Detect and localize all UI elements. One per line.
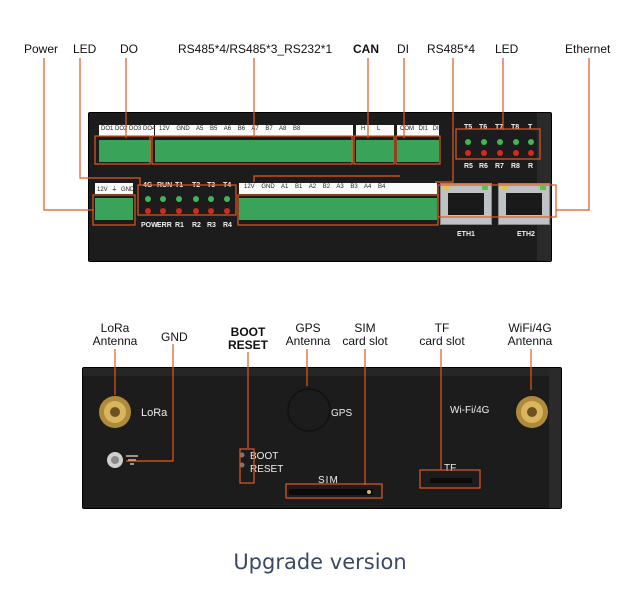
led-label-pow: POW: [141, 222, 158, 229]
led-label-r8: R8: [511, 163, 520, 170]
led-label-t7: T7: [495, 124, 504, 131]
label-sim-slot: SIM card slot: [337, 322, 393, 348]
device-rear-panel: [82, 367, 562, 509]
label-boot-line1: BOOT: [230, 325, 266, 339]
label-lora-line1: LoRa: [100, 321, 130, 335]
led-label-r7: R7: [495, 163, 504, 170]
led-label-err: ERR: [157, 222, 172, 229]
label-tf-line2: card slot: [419, 334, 465, 348]
tf-panel-text: TF: [444, 463, 457, 474]
led-dots-right: [465, 139, 534, 156]
led-label-t6: T6: [479, 124, 488, 131]
label-di: DI: [397, 42, 409, 56]
ground-symbol-icon: [126, 455, 138, 465]
gps-antenna-circle: [287, 388, 331, 432]
led-label-r1: R1: [175, 222, 184, 229]
gps-panel-text: GPS: [331, 408, 353, 419]
label-gps-antenna: GPS Antenna: [280, 322, 336, 348]
label-rs485-mix: RS485*4/RS485*3_RS232*1: [178, 42, 333, 56]
label-rs485: RS485*4: [427, 42, 476, 56]
wifi-sma-connector-icon: [516, 396, 548, 428]
rear-panel-art: [99, 388, 548, 495]
label-boot-reset: BOOT RESET: [223, 326, 273, 352]
power-pin-labels: 12V ⏚ GND: [97, 187, 135, 193]
label-lora-line2: Antenna: [92, 334, 138, 348]
led-label-r4: R4: [223, 222, 232, 229]
label-power: Power: [24, 42, 59, 56]
sim-slot-opening: [289, 489, 373, 495]
led-block-right: T5 T6 T7 T8 T R5 R6 R7 R8 R: [457, 121, 537, 175]
di-pin-labels: COM DI1 DI2: [400, 126, 443, 132]
label-wifi-line1: WiFi/4G: [508, 321, 552, 335]
gnd-screw-icon: [107, 452, 123, 468]
do-terminal[interactable]: [99, 140, 151, 162]
label-can: CAN: [353, 42, 379, 56]
di-terminal[interactable]: [397, 140, 439, 162]
eth1-port[interactable]: [440, 183, 492, 225]
label-do: DO: [120, 42, 138, 56]
label-wifi-line2: Antenna: [507, 334, 553, 348]
wifi-panel-text: Wi-Fi/4G: [450, 405, 490, 416]
led-label-t: T: [528, 124, 533, 131]
led-label-t8: T8: [511, 124, 520, 131]
label-wifi-antenna: WiFi/4G Antenna: [500, 322, 560, 348]
led-label-r3: R3: [207, 222, 216, 229]
label-sim-line1: SIM: [354, 321, 376, 335]
lora-panel-text: LoRa: [141, 407, 168, 419]
led-label-t5: T5: [464, 124, 473, 131]
caption: Upgrade version: [233, 550, 407, 574]
boot-button-icon: [239, 452, 245, 458]
label-gps-line1: GPS: [295, 321, 321, 335]
rs-top-terminal[interactable]: [155, 140, 353, 162]
rs-bottom-terminal[interactable]: [239, 198, 437, 220]
can-terminal[interactable]: [356, 140, 394, 162]
reset-button-icon: [239, 462, 245, 468]
label-led-right: LED: [495, 42, 519, 56]
rs-top-pin-labels: 12V GND A5 B5 A6 B6 A7 B7 A8 B8: [159, 126, 301, 132]
eth2-label: ETH2: [517, 231, 535, 238]
can-pin-labels: H L: [361, 126, 381, 132]
label-gnd: GND: [161, 330, 188, 344]
rs-bottom-pin-labels: 12V GND A1 B1 A2 B2 A3 B3 A4 B4: [244, 184, 386, 190]
sim-panel-text: SIM: [318, 475, 339, 486]
label-lora-antenna: LoRa Antenna: [90, 322, 140, 348]
reset-panel-text: RESET: [250, 464, 284, 475]
label-gps-line2: Antenna: [285, 334, 331, 348]
eth1-label: ETH1: [457, 231, 475, 238]
led-label-r5: R5: [464, 163, 473, 170]
tf-slot-opening: [430, 478, 472, 483]
power-terminal[interactable]: [95, 198, 133, 220]
label-tf-line1: TF: [434, 321, 450, 335]
label-led-left: LED: [73, 42, 97, 56]
label-sim-line2: card slot: [342, 334, 388, 348]
led-label-r: R: [528, 163, 534, 170]
lora-sma-connector-icon: [99, 396, 131, 428]
label-ethernet: Ethernet: [565, 42, 611, 56]
label-tf-slot: TF card slot: [414, 322, 470, 348]
led-dots-left: [145, 196, 230, 214]
do-pin-labels: DO1 DO2 DO3 DO4: [101, 126, 156, 132]
boot-panel-text: BOOT: [250, 451, 279, 462]
label-boot-line2: RESET: [227, 338, 268, 352]
led-label-r6: R6: [479, 163, 488, 170]
eth2-port[interactable]: [498, 183, 550, 225]
led-label-r2: R2: [192, 222, 201, 229]
